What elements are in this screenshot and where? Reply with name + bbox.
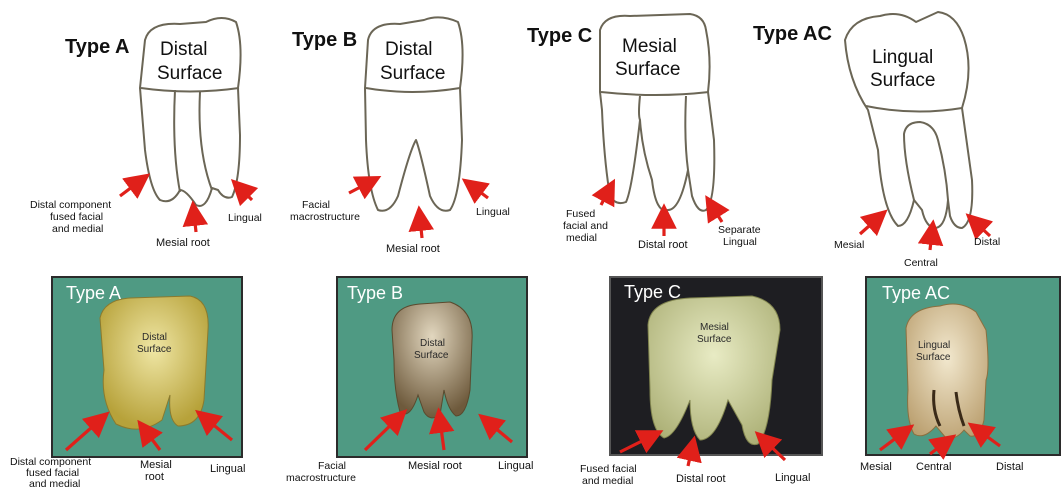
label-fused: Fused [566,208,595,220]
arrow [712,206,722,222]
label-lingual: Lingual [498,460,533,472]
photo-surface-line1: Distal [142,332,167,343]
tooth-photo [100,296,208,429]
diagram-title: Type B [292,29,357,51]
label-and-medial: and medial [29,478,80,488]
label-mesial: Mesial [834,239,864,251]
label-medial: medial [566,232,597,244]
label-fused-facial: Fused facial [580,463,637,475]
photo-type-c: Type C Mesial Surface Fused facial and m… [580,277,822,487]
tooth-outline [845,12,972,228]
label-and-medial: and medial [52,223,103,235]
diagram-title: Type C [527,25,592,47]
arrow [120,181,140,196]
surface-label-line2: Surface [870,70,935,91]
diagram-title: Type A [65,36,129,58]
photo-surface-line2: Surface [916,352,951,363]
label-separate: Separate [718,224,761,236]
label-distal-root: Distal root [638,239,688,251]
diagram-type-ac: Type AC Lingual Surface Mesial Central D… [753,12,1000,269]
label-facial-and: facial and [563,220,608,232]
photo-surface-line2: Surface [137,344,172,355]
photo-type-b: Type B Distal Surface Facial macrostruct… [286,277,533,484]
surface-label-line1: Mesial [622,36,677,57]
surface-label-line1: Distal [160,39,208,60]
tooth-photo [648,296,780,445]
photo-surface-line1: Lingual [918,340,950,351]
label-mesial: Mesial [860,461,892,473]
photo-surface-line1: Distal [420,338,445,349]
arrow [601,190,609,205]
label-mesial-root: Mesial root [386,243,440,255]
label-macrostructure: macrostructure [286,472,356,484]
photo-surface-line2: Surface [697,334,732,345]
label-lingual: Lingual [775,472,810,484]
label-lingual: Lingual [210,463,245,475]
photo-surface-line2: Surface [414,350,449,361]
arrow [860,218,878,234]
surface-label-line1: Lingual [872,47,933,68]
photo-type-a: Type A Distal Surface Distal component f… [10,277,245,488]
label-mesial: Mesial [140,459,172,471]
arrow [194,213,196,232]
arrow [240,188,252,200]
label-macrostructure: macrostructure [290,211,360,223]
label-distal-component: Distal component [30,199,111,211]
arrow [930,232,932,250]
label-lingual: Lingual [723,236,757,248]
label-distal-root: Distal root [676,473,726,485]
photo-title: Type A [66,283,121,303]
tooth-photo [906,304,988,438]
photo-title: Type B [347,283,403,303]
surface-label-line2: Surface [380,63,445,84]
label-facial: Facial [302,199,330,211]
arrow [472,186,488,198]
label-lingual: Lingual [476,206,510,218]
surface-label-line1: Distal [385,39,433,60]
surface-label-line2: Surface [157,63,222,84]
label-mesial-root: Mesial root [408,460,462,472]
surface-label-line2: Surface [615,59,680,80]
label-central: Central [916,461,951,473]
label-fused-facial: fused facial [50,211,103,223]
arrow [349,182,370,193]
photo-title: Type C [624,282,681,302]
label-facial: Facial [318,460,346,472]
label-and-medial: and medial [582,475,633,487]
photo-title: Type AC [882,283,950,303]
diagram-type-b: Type B Distal Surface Facial macrostruct… [290,17,510,255]
label-central: Central [904,257,938,269]
arrow [975,222,990,236]
label-lingual: Lingual [228,212,262,224]
label-mesial-root: Mesial root [156,237,210,249]
photo-type-ac: Type AC Lingual Surface Mesial Central D… [860,277,1060,473]
diagram-type-a: Type A Distal Surface Distal component f… [30,18,262,249]
root-divider [639,96,640,120]
diagram-title: Type AC [753,23,832,45]
label-root: root [145,471,164,483]
label-distal: Distal [996,461,1024,473]
diagram-type-c: Type C Mesial Surface Fused facial and m… [527,14,761,251]
label-distal: Distal [974,236,1000,248]
photo-surface-line1: Mesial [700,322,729,333]
arrow [420,218,422,238]
